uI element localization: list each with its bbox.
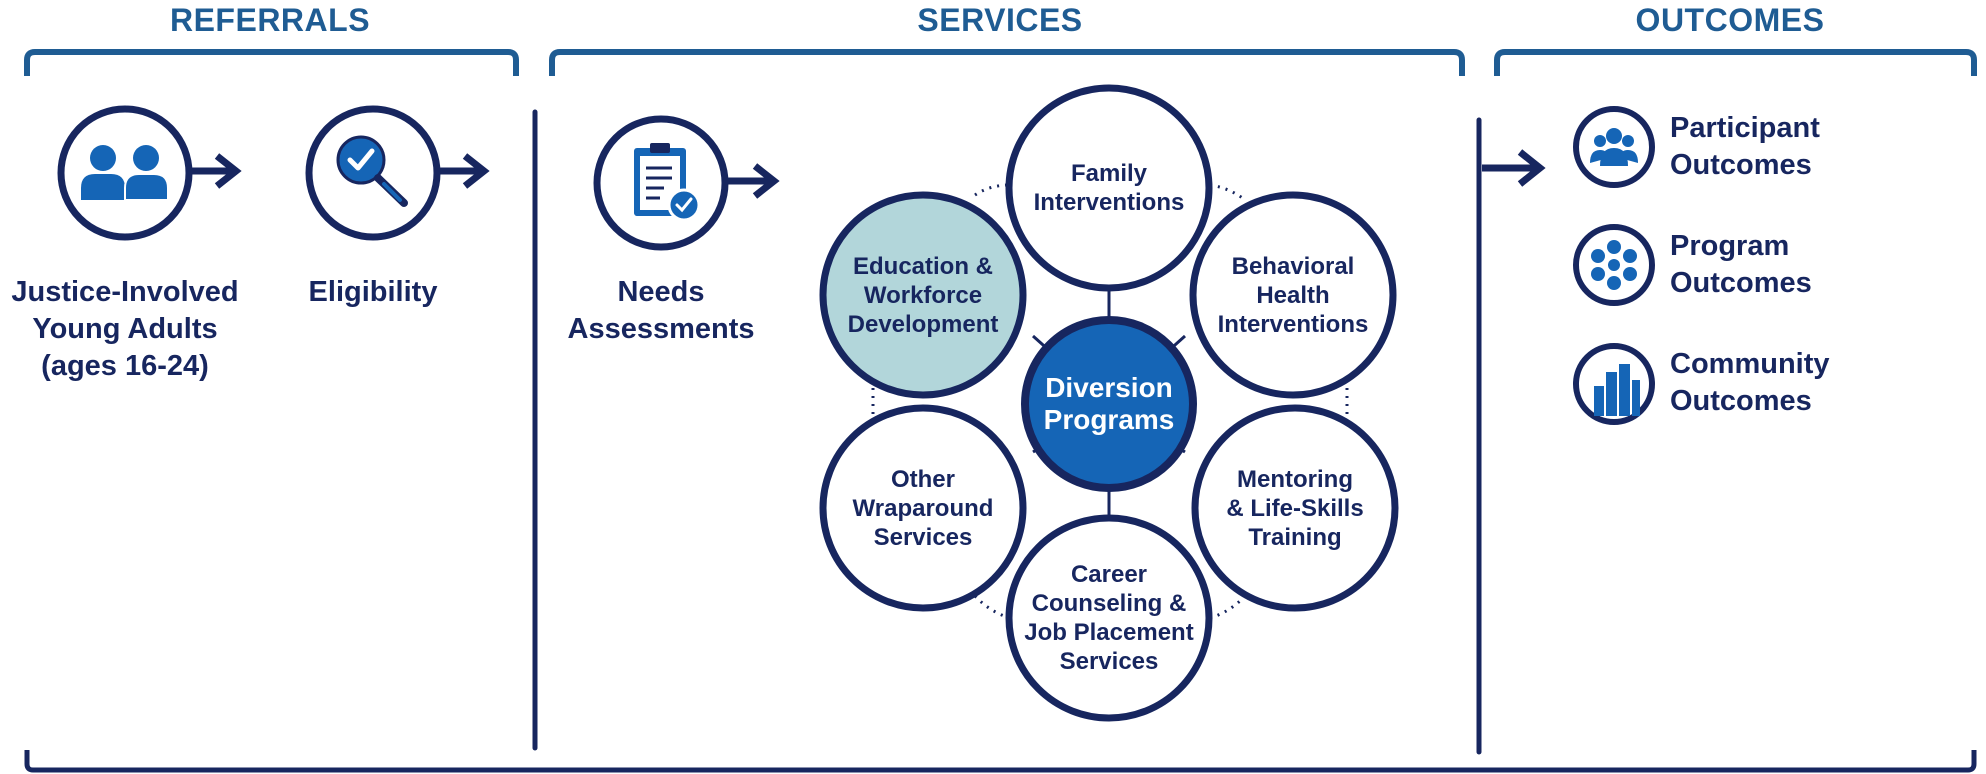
people-icon xyxy=(57,105,193,241)
education-circle xyxy=(819,191,1027,399)
outcomes-heading: OUTCOMES xyxy=(1635,2,1825,38)
services-heading: SERVICES xyxy=(917,2,1083,38)
participant-outcomes-label: Participant Outcomes xyxy=(1670,112,1820,181)
clipboard-check-icon xyxy=(593,115,729,251)
magnifier-check-icon xyxy=(305,105,441,241)
referrals-bracket xyxy=(24,49,519,76)
family-circle xyxy=(1005,84,1213,292)
mentoring-circle xyxy=(1191,404,1399,612)
bottom-bracket xyxy=(24,750,1977,773)
diversion-hub xyxy=(1021,316,1197,492)
community-outcomes-label: Community Outcomes xyxy=(1670,348,1830,417)
behavioral-circle xyxy=(1189,191,1397,399)
needs-assessments-label: Needs Assessments xyxy=(567,276,755,345)
arrow-eligibility xyxy=(437,153,490,189)
program-outcomes-label: Program Outcomes xyxy=(1670,230,1812,299)
services-bracket xyxy=(549,49,1465,76)
other-circle xyxy=(819,404,1027,612)
career-circle xyxy=(1005,514,1213,722)
young-adults-label: Justice-Involved Young Adults (ages 16-2… xyxy=(11,276,239,382)
arrow-young-adults xyxy=(190,153,242,189)
network-icon xyxy=(1573,224,1655,306)
outcomes-bracket xyxy=(1494,49,1977,76)
eligibility-label: Eligibility xyxy=(308,276,438,308)
referrals-heading: REFERRALS xyxy=(169,2,371,38)
arrow-outcomes xyxy=(1482,149,1546,187)
city-icon xyxy=(1573,343,1655,425)
arrow-needs xyxy=(728,163,780,199)
group-icon xyxy=(1573,106,1655,188)
